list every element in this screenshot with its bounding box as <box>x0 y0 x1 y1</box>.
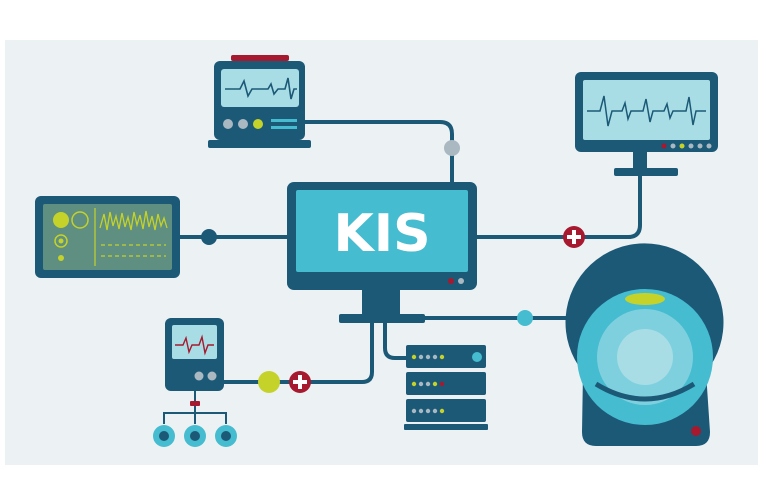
link-top-device <box>298 120 454 186</box>
vital-signs-display-icon <box>575 72 718 176</box>
central-workstation-icon <box>287 182 477 323</box>
server-rack-icon <box>404 345 488 430</box>
ecg-monitor-icon <box>208 55 311 148</box>
link-server <box>383 320 410 360</box>
link-patient-monitor <box>222 320 374 384</box>
kis-label: KIS <box>333 204 430 264</box>
network-connections <box>176 120 642 384</box>
teal-node <box>517 310 533 326</box>
network-tree-icon <box>153 391 237 447</box>
lab-analyzer-icon <box>35 196 180 278</box>
mri-scanner-icon <box>565 243 724 446</box>
lime-node <box>258 371 280 393</box>
link-right-display <box>474 170 642 239</box>
patient-monitor-icon <box>165 318 224 391</box>
gray-node <box>444 140 460 156</box>
medical-cross-node-icon <box>563 226 585 248</box>
medical-cross-node-icon <box>289 371 311 393</box>
navy-node <box>201 229 217 245</box>
